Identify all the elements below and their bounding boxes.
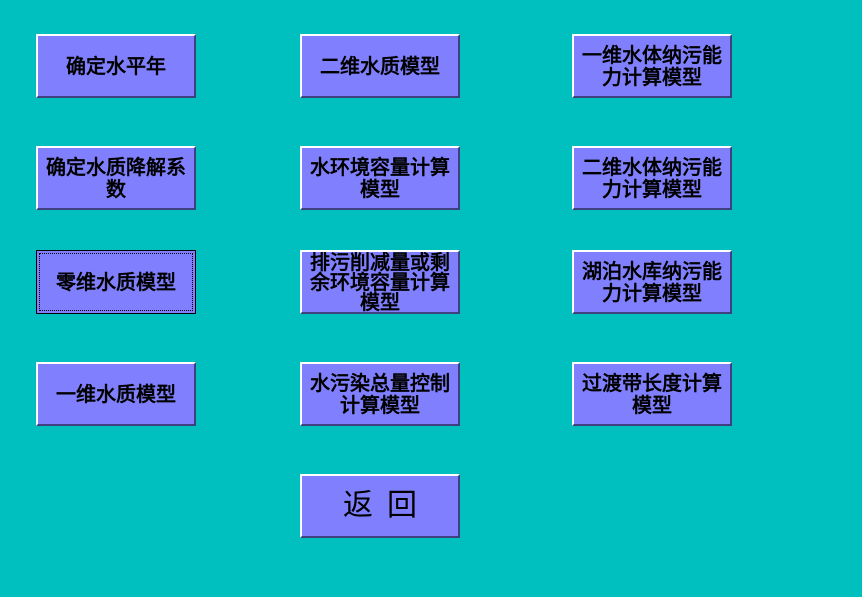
pollution-reduction-model-button[interactable]: 排污削减量或剩余环境容量计算模型 xyxy=(300,250,460,314)
total-pollution-control-model-button[interactable]: 水污染总量控制计算模型 xyxy=(300,362,460,426)
button-label: 返回 xyxy=(343,488,431,523)
lake-reservoir-capacity-model-button[interactable]: 湖泊水库纳污能力计算模型 xyxy=(572,250,732,314)
back-button[interactable]: 返回 xyxy=(300,474,460,538)
button-label: 一维水质模型 xyxy=(56,382,176,406)
button-label: 水环境容量计算模型 xyxy=(310,155,450,201)
button-label: 湖泊水库纳污能力计算模型 xyxy=(582,259,722,305)
button-label: 水污染总量控制计算模型 xyxy=(310,371,450,417)
two-dimension-model-button[interactable]: 二维水质模型 xyxy=(300,34,460,98)
one-dimension-capacity-model-button[interactable]: 一维水体纳污能力计算模型 xyxy=(572,34,732,98)
button-label: 过渡带长度计算模型 xyxy=(582,371,722,417)
button-label: 排污削减量或剩余环境容量计算模型 xyxy=(310,250,450,314)
button-label: 零维水质模型 xyxy=(56,270,176,294)
button-label: 确定水质降解系数 xyxy=(46,155,186,201)
zero-dimension-model-button[interactable]: 零维水质模型 xyxy=(36,250,196,314)
one-dimension-model-button[interactable]: 一维水质模型 xyxy=(36,362,196,426)
two-dimension-capacity-model-button[interactable]: 二维水体纳污能力计算模型 xyxy=(572,146,732,210)
button-label: 确定水平年 xyxy=(66,54,166,78)
determine-level-year-button[interactable]: 确定水平年 xyxy=(36,34,196,98)
button-label: 二维水质模型 xyxy=(320,54,440,78)
button-label: 一维水体纳污能力计算模型 xyxy=(582,43,722,89)
determine-degradation-coefficient-button[interactable]: 确定水质降解系数 xyxy=(36,146,196,210)
button-label: 二维水体纳污能力计算模型 xyxy=(582,155,722,201)
transition-zone-length-model-button[interactable]: 过渡带长度计算模型 xyxy=(572,362,732,426)
environmental-capacity-model-button[interactable]: 水环境容量计算模型 xyxy=(300,146,460,210)
